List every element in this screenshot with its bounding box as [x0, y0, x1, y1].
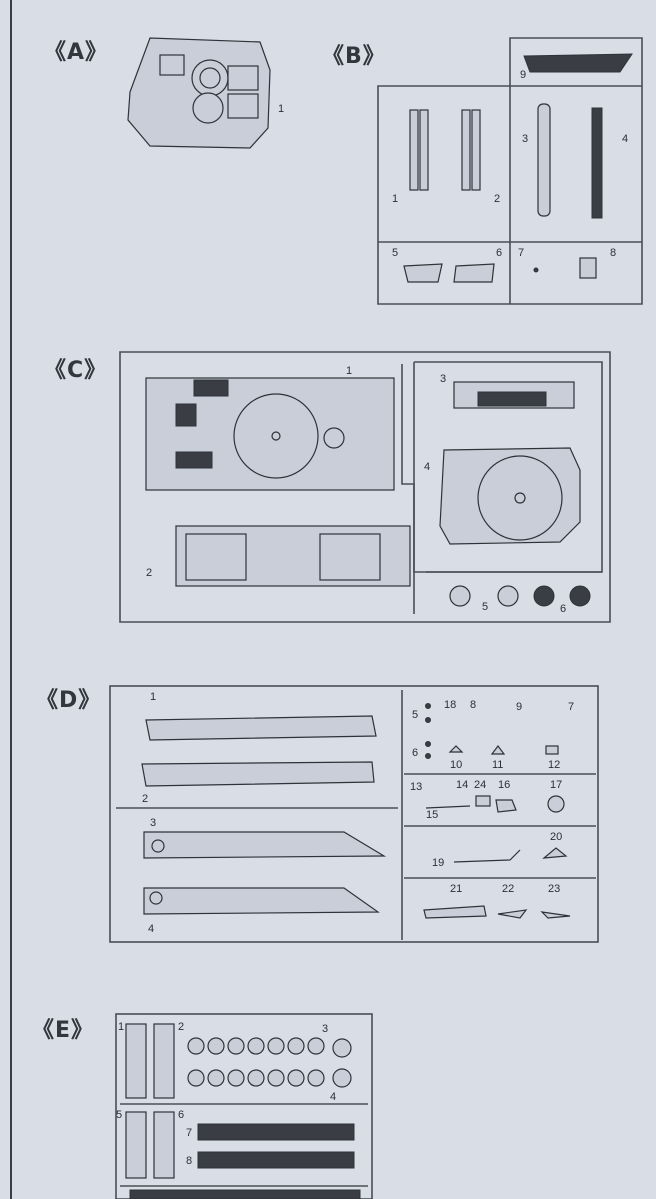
d-part-6: 6	[412, 747, 418, 759]
d-part-2: 2	[142, 793, 148, 805]
d-part-17: 17	[550, 779, 562, 791]
d-part-18: 18	[444, 699, 456, 711]
e-wheel-row-top	[187, 1037, 352, 1058]
e-wheel-row-bottom	[187, 1068, 352, 1088]
c-part-5: 5	[482, 601, 488, 613]
d-part-20: 20	[550, 831, 562, 843]
page-left-border	[10, 0, 12, 1199]
e-part-5: 5	[116, 1109, 122, 1121]
section-label-b: 《B》	[322, 44, 386, 69]
sprue-e: 1 2 3 4 5 6 7 8	[115, 1013, 373, 1199]
e-part-4: 4	[330, 1091, 336, 1103]
e-part-6: 6	[178, 1109, 184, 1121]
b-part-1: 1	[392, 193, 398, 205]
b-part-3: 3	[522, 133, 528, 145]
e-part-2: 2	[178, 1021, 184, 1033]
d-part-14: 14	[456, 779, 468, 791]
d-part-11: 11	[492, 759, 503, 771]
e-part-8: 8	[186, 1155, 192, 1167]
sprue-a: 1	[127, 37, 284, 149]
sprue-c: 1 2 3 4 5 6	[119, 351, 611, 623]
d-part-5: 5	[412, 709, 418, 721]
d-part-24: 24	[474, 779, 486, 791]
section-label-d: 《D》	[36, 688, 102, 713]
c-part-2: 2	[146, 567, 152, 579]
d-part-12: 12	[548, 759, 560, 771]
d-part-4: 4	[148, 923, 154, 935]
b-part-5: 5	[392, 247, 398, 259]
d-part-9: 9	[516, 701, 522, 713]
d-part-23: 23	[548, 883, 560, 895]
section-label-c: 《C》	[44, 358, 108, 383]
b-part-6: 6	[496, 247, 502, 259]
section-label-a: 《A》	[44, 40, 109, 65]
b-part-4: 4	[622, 133, 628, 145]
c-part-1: 1	[346, 365, 352, 377]
d-part-22: 22	[502, 883, 514, 895]
d-part-8: 8	[470, 699, 476, 711]
c-part-6: 6	[560, 603, 566, 615]
d-part-10: 10	[450, 759, 462, 771]
section-label-e: 《E》	[32, 1018, 95, 1043]
sprue-b: 9 1 2 3 4 5 6 7 8	[377, 37, 643, 305]
e-part-3: 3	[322, 1023, 328, 1035]
d-part-19: 19	[432, 857, 444, 869]
d-part-21: 21	[450, 883, 462, 895]
d-part-16: 16	[498, 779, 510, 791]
b-part-7: 7	[518, 247, 524, 259]
c-part-4: 4	[424, 461, 430, 473]
e-part-1: 1	[118, 1021, 124, 1033]
d-part-1: 1	[150, 691, 156, 703]
a-part-1: 1	[278, 103, 284, 115]
c-part-3: 3	[440, 373, 446, 385]
b-part-2: 2	[494, 193, 500, 205]
b-part-8: 8	[610, 247, 616, 259]
d-part-13: 13	[410, 781, 422, 793]
d-part-15: 15	[426, 809, 438, 821]
d-part-7: 7	[568, 701, 574, 713]
e-part-7: 7	[186, 1127, 192, 1139]
d-part-3: 3	[150, 817, 156, 829]
sprue-d: 1 2 3 4 5 6 7 8 9 10 11 12 13 14 15 16 1…	[109, 685, 599, 943]
b-part-9: 9	[520, 69, 526, 81]
